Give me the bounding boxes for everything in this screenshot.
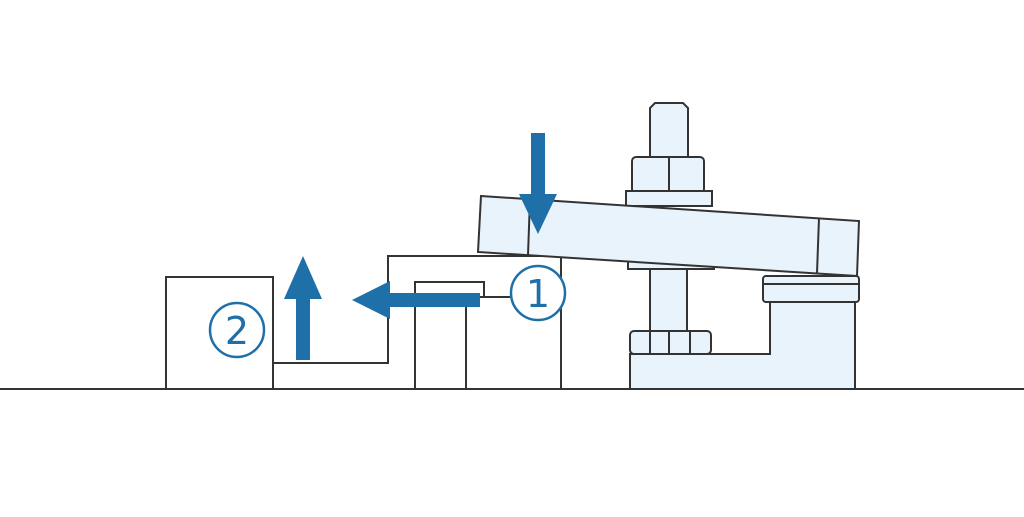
upper-nut [631,156,705,194]
heel-pad [762,275,860,303]
clamp-bar [476,194,861,278]
stud-shaft-lower [649,267,688,333]
upper-washer [625,190,713,207]
lower-nut [629,330,712,355]
step-1-marker: 1 [509,264,567,322]
step-2-label: 2 [225,309,249,353]
step-2-marker: 2 [208,301,266,359]
arrow-left-icon [352,281,480,319]
arrow-down-icon [519,133,557,234]
stud-top [649,102,689,161]
step-1-label: 1 [526,272,550,316]
arrow-up-icon [284,256,322,360]
